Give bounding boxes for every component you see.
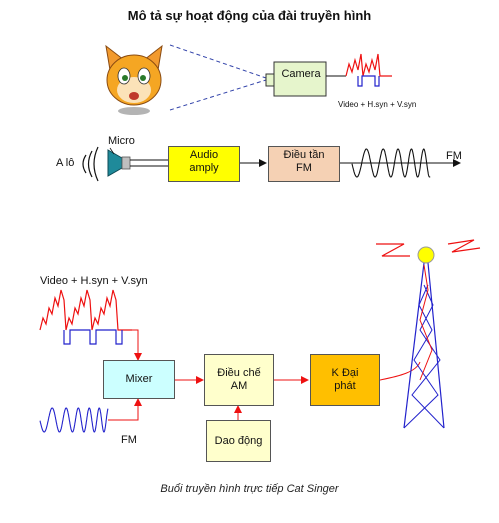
video-input-signal bbox=[39, 289, 132, 345]
diagram-title: Mô tả sự hoạt động của đài truyền hình bbox=[127, 8, 372, 23]
antenna-tower-icon bbox=[403, 246, 445, 429]
camera-video-signal bbox=[345, 53, 392, 87]
audio-amp-label-2: amply bbox=[189, 162, 219, 174]
am-mod-label-2: AM bbox=[230, 380, 248, 392]
audio-amplifier-box: Audio amply bbox=[168, 146, 240, 182]
microphone-icon bbox=[107, 149, 131, 177]
power-amp-label-2: phát bbox=[334, 380, 356, 392]
audio-source-label: A lô bbox=[56, 157, 75, 169]
arrow-fm-to-mixer bbox=[108, 398, 142, 421]
mixer-box: Mixer bbox=[103, 360, 175, 399]
camera-signal-label: Video + H.syn + V.syn bbox=[338, 100, 417, 109]
camera-body bbox=[273, 61, 327, 97]
power-amp-label-1: K Đại bbox=[331, 367, 359, 379]
fm-output-label: FM bbox=[446, 150, 462, 162]
am-mod-label-1: Điều chế bbox=[217, 367, 261, 379]
figure-caption: Buổi truyền hình trực tiếp Cat Singer bbox=[160, 483, 339, 495]
cat-singer-icon bbox=[105, 44, 163, 115]
oscillator-label: Dao động bbox=[214, 434, 263, 447]
oscillator-box: Dao động bbox=[206, 420, 271, 462]
feed-line-to-antenna bbox=[379, 361, 421, 381]
fm-modulator-box: Điều tần FM bbox=[268, 146, 340, 182]
camera-view-line-top bbox=[169, 44, 267, 79]
fm-mod-label-1: Điều tần bbox=[283, 149, 325, 161]
arrow-video-to-mixer bbox=[132, 329, 142, 361]
sound-waves-icon bbox=[82, 146, 99, 182]
audio-amp-label-1: Audio bbox=[189, 149, 219, 161]
fm-input-label: FM bbox=[121, 434, 137, 446]
mixer-label: Mixer bbox=[125, 373, 153, 385]
camera-label: Camera bbox=[281, 67, 321, 80]
am-modulator-box: Điều chế AM bbox=[204, 354, 274, 406]
video-input-label: Video + H.syn + V.syn bbox=[40, 275, 148, 287]
micro-label: Micro bbox=[108, 135, 135, 147]
fm-output-wave bbox=[351, 148, 431, 178]
power-amplifier-box: K Đại phát bbox=[310, 354, 380, 406]
radio-waves-icon bbox=[376, 239, 481, 257]
camera-view-line-bottom bbox=[169, 79, 267, 111]
fm-mod-label-2: FM bbox=[296, 162, 312, 174]
fm-input-wave bbox=[39, 407, 109, 433]
camera-lens bbox=[265, 73, 275, 87]
